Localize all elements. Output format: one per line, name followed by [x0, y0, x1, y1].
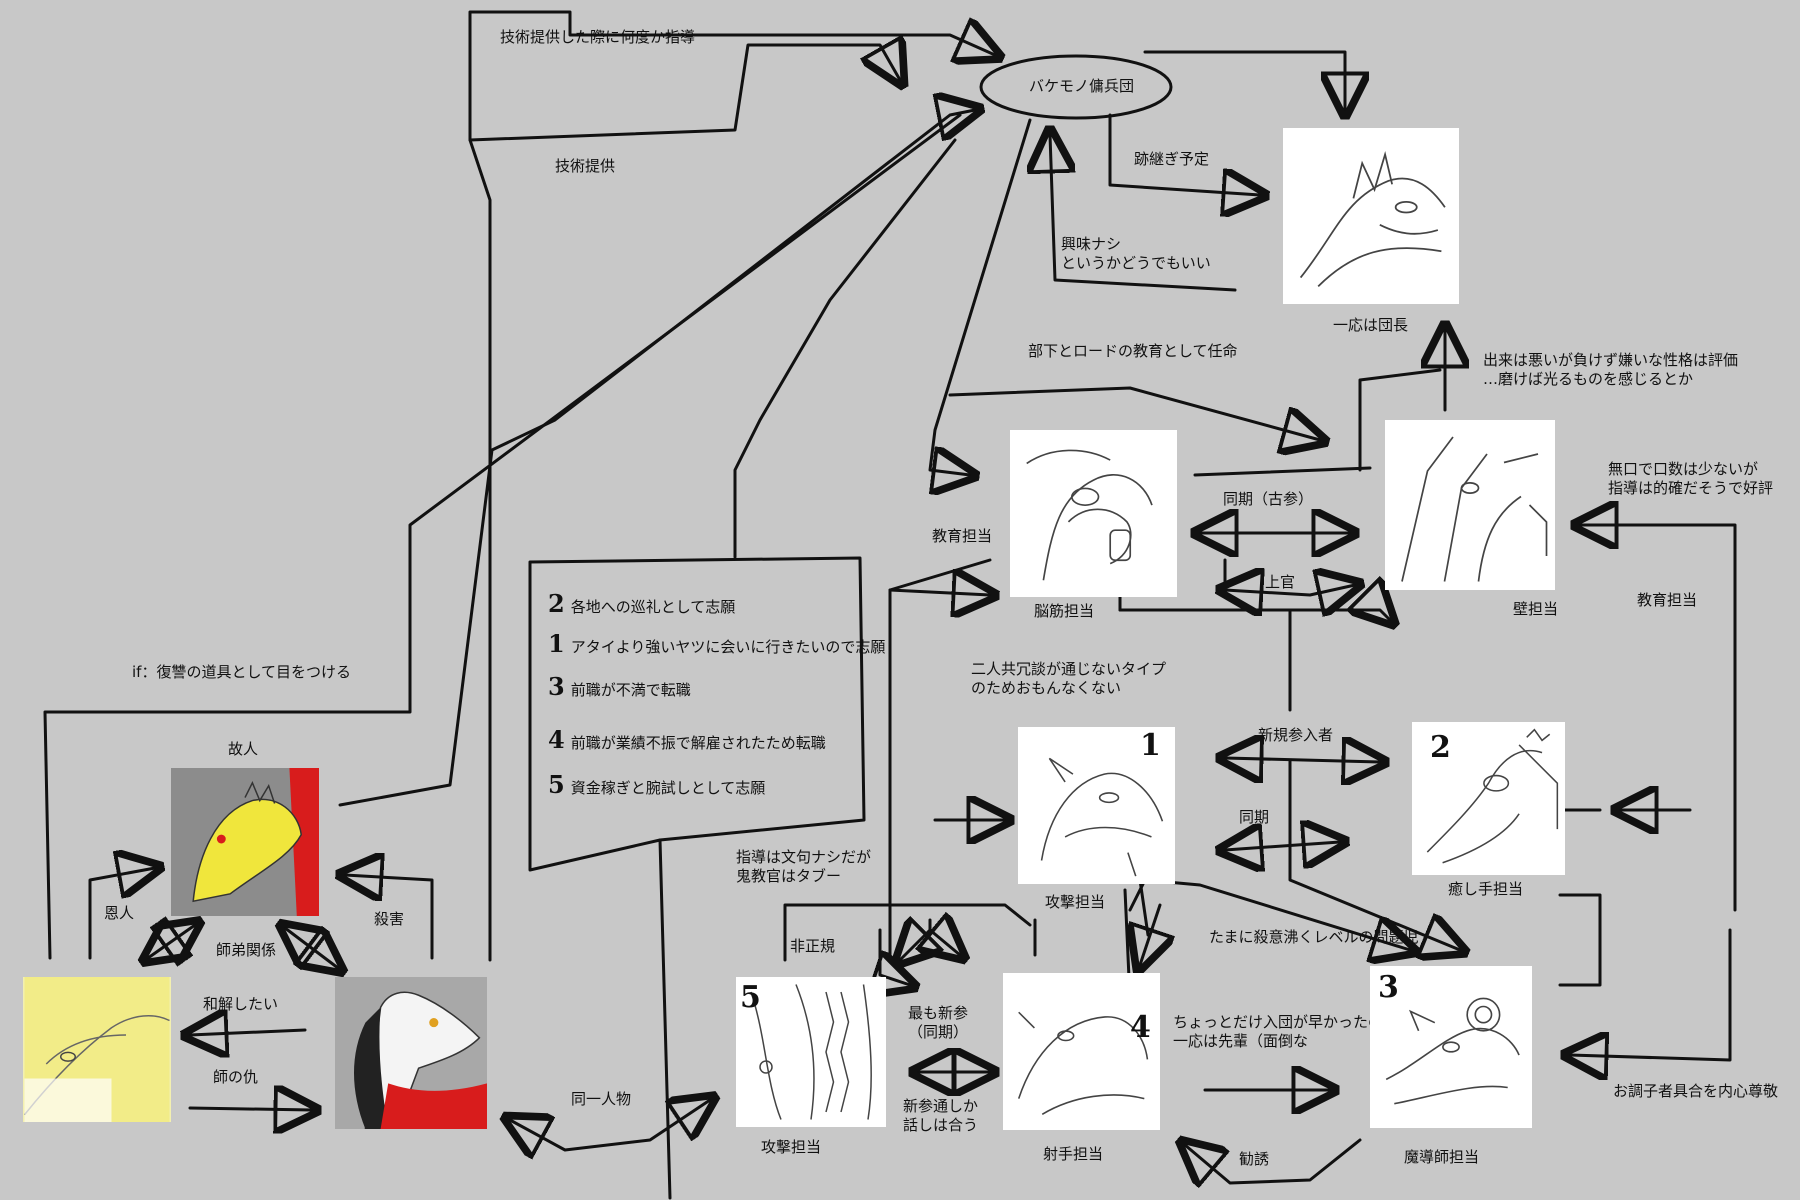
- label-no-joke: 二人共冗談が通じないタイプ のためおもんなくない: [971, 660, 1167, 697]
- label-murder: 殺害: [374, 910, 405, 928]
- label-master-disciple: 師弟関係: [216, 941, 277, 959]
- number-archer: 4: [1130, 1010, 1151, 1045]
- label-leader: 一応は団長: [1333, 316, 1409, 334]
- label-reconcile: 和解したい: [203, 995, 279, 1013]
- label-education-left: 教育担当: [932, 527, 993, 545]
- label-evaluation: 出来は悪いが負けず嫌いな性格は評価 …磨けば光るものを感じるとか: [1483, 351, 1739, 388]
- label-revenge: if：復讐の道具として目をつける: [132, 663, 351, 681]
- label-master-enemy: 師の仇: [213, 1068, 259, 1086]
- label-talk: 新参通しか 話しは合う: [903, 1097, 979, 1134]
- revenge-connector: [43, 113, 962, 960]
- label-healer: 癒し手担当: [1448, 880, 1524, 898]
- label-deceased: 故人: [228, 740, 259, 758]
- label-successor: 跡継ぎ予定: [1134, 150, 1210, 168]
- label-same-person: 同一人物: [571, 1090, 632, 1108]
- number-mage: 3: [1378, 970, 1399, 1005]
- label-taboo: 指導は文句ナシだが 鬼教官はタブー: [736, 848, 872, 885]
- label-irregular: 非正規: [790, 937, 836, 955]
- label-senior-note: ちょっとだけ入団が早かったので 一応は先輩（面倒な: [1173, 1013, 1399, 1050]
- number-attacker5: 5: [740, 980, 761, 1015]
- portrait-brain: [1010, 430, 1177, 597]
- number-attacker1: 1: [1140, 728, 1161, 763]
- portrait-archer: [1003, 973, 1160, 1130]
- label-superior: 上官: [1265, 573, 1296, 591]
- label-respect: お調子者具合を内心尊敬: [1613, 1082, 1779, 1100]
- label-newest: 最も新参 （同期）: [908, 1004, 969, 1041]
- portrait-deceased: [171, 768, 319, 916]
- label-problem-child: たまに殺意沸くレベルの問題児: [1209, 928, 1419, 946]
- label-mage: 魔導師担当: [1404, 1148, 1480, 1166]
- label-appointed: 部下とロードの教育として任命: [1028, 342, 1238, 360]
- portrait-enemy: [335, 977, 487, 1129]
- portrait-attacker1: [1018, 727, 1175, 884]
- label-attacker1: 攻撃担当: [1045, 893, 1106, 911]
- portrait-healer: [1412, 722, 1565, 875]
- page-title: バケモノ傭兵団: [1029, 77, 1135, 95]
- label-tech-provided: 技術提供: [555, 157, 616, 175]
- label-same-term: 同期: [1239, 808, 1270, 826]
- label-tech-guidance: 技術提供した際に何度か指導: [500, 28, 696, 46]
- portrait-leader: [1283, 128, 1459, 304]
- list-box: [528, 556, 866, 872]
- label-recruit: 勧誘: [1239, 1150, 1270, 1168]
- label-wall: 壁担当: [1513, 600, 1559, 618]
- label-attacker5: 攻撃担当: [761, 1138, 822, 1156]
- label-newcomers: 新規参入者: [1258, 726, 1334, 744]
- label-same-term-senior: 同期（古参）: [1223, 490, 1314, 508]
- portrait-attacker5: [736, 977, 886, 1127]
- portrait-wall: [1385, 420, 1555, 590]
- label-benefactor: 恩人: [104, 904, 135, 922]
- title-ellipse: [979, 54, 1173, 120]
- label-quiet-note: 無口で口数は少ないが 指導は的確だそうで好評: [1608, 460, 1774, 497]
- label-brain: 脳筋担当: [1034, 602, 1095, 620]
- label-education-right: 教育担当: [1637, 591, 1698, 609]
- label-no-interest: 興味ナシ というかどうでもいい: [1061, 235, 1211, 272]
- line-deceased-to-group: [338, 110, 975, 807]
- portrait-disciple: [23, 977, 171, 1122]
- number-healer: 2: [1430, 730, 1451, 765]
- portrait-mage: [1370, 966, 1532, 1128]
- label-archer: 射手担当: [1043, 1145, 1104, 1163]
